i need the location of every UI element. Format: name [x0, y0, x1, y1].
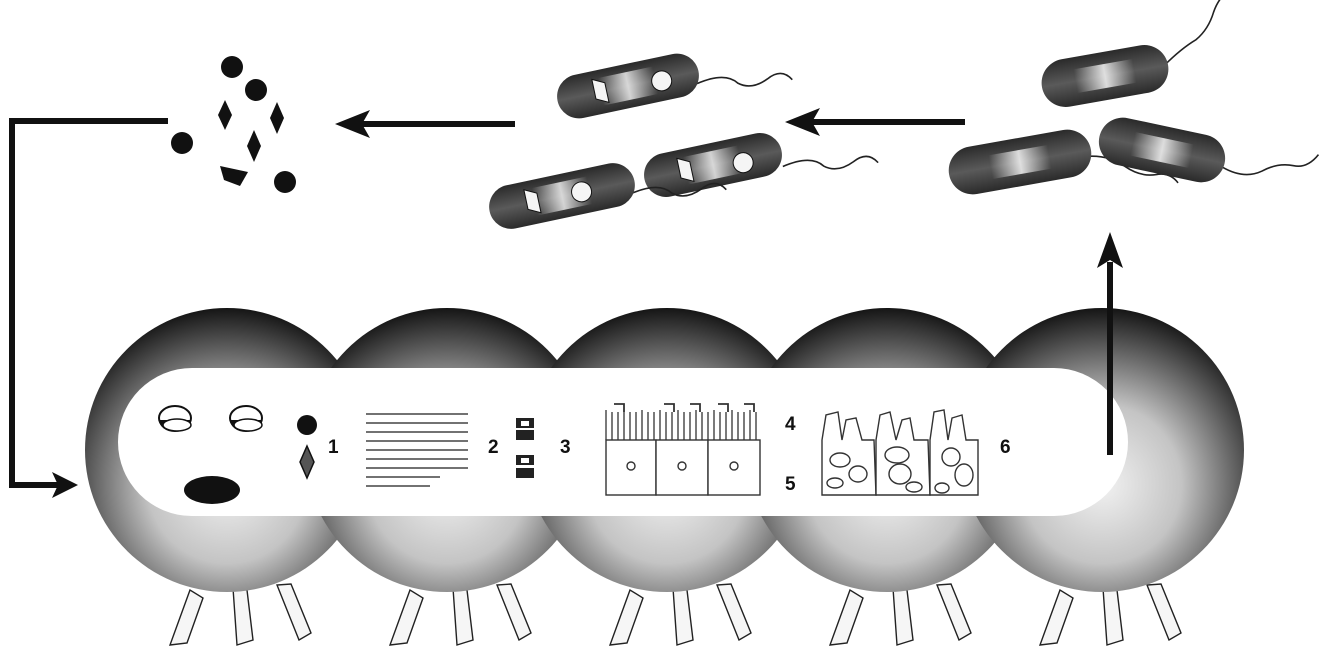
- molecule-circle-icon: [297, 415, 317, 435]
- plain-bacteria: [945, 0, 1319, 222]
- cup-icon: [230, 406, 262, 432]
- step-label-1: 1: [328, 437, 339, 458]
- molecule-circle: [221, 56, 243, 78]
- molecule-diamond: [270, 102, 284, 134]
- molecule-circle: [245, 79, 267, 101]
- oval-mass-icon: [184, 476, 240, 504]
- molecule-circle: [171, 132, 193, 154]
- organism-legs: [170, 584, 1181, 645]
- cup-icon: [159, 406, 191, 432]
- step-label-2: 2: [488, 437, 499, 458]
- molecule-cluster: [171, 56, 296, 193]
- epithelial-cells: [606, 440, 760, 495]
- step-label-4: 4: [785, 414, 796, 435]
- molecule-diamond: [220, 166, 248, 186]
- step-label-3: 3: [560, 437, 571, 458]
- molecule-diamond: [247, 130, 261, 162]
- step-label-5: 5: [785, 474, 796, 495]
- step-label-6: 6: [1000, 437, 1011, 458]
- molecule-circle: [274, 171, 296, 193]
- molecule-diamond: [218, 100, 232, 130]
